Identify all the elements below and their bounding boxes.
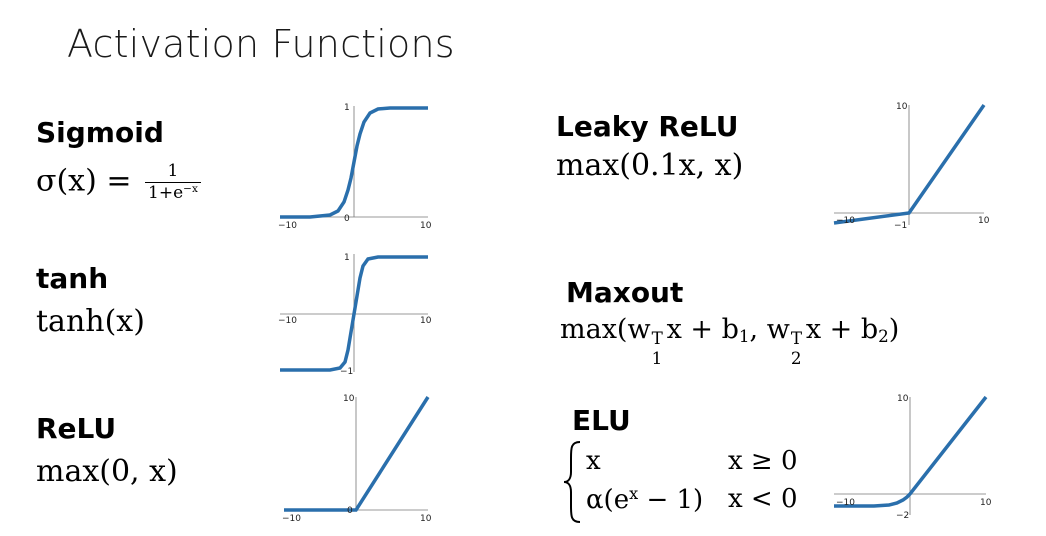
relu-formula: max(0, x): [36, 454, 178, 489]
maxout-part-close: ): [888, 314, 900, 345]
sigmoid-tick-xmin: −10: [278, 221, 297, 231]
elu-tick-xmax: 10: [980, 498, 992, 508]
leaky-relu-curve: [833, 104, 986, 225]
maxout-b2-subscript: 2: [878, 326, 889, 347]
elu-tick-ytop: 10: [897, 394, 909, 404]
elu-case2-value: α(ex − 1): [586, 484, 703, 515]
sigmoid-denominator: 1+e−x: [145, 183, 201, 203]
relu-name: ReLU: [36, 412, 117, 445]
elu-tick-ybottom: −2: [896, 511, 909, 521]
sigmoid-plot: −10 10 1 0: [278, 103, 432, 231]
tanh-tick-ytop: 1: [344, 253, 350, 263]
tanh-tick-xmin: −10: [278, 316, 297, 326]
leaky-relu-tick-ybottom: −1: [894, 221, 907, 231]
relu-tick-xmax: 10: [420, 514, 432, 524]
sigmoid-numerator: 1: [145, 161, 201, 183]
sigmoid-den-base: 1+e: [148, 182, 184, 203]
elu-case2-minus-one: − 1): [638, 484, 704, 515]
sigmoid-lhs: σ(x) =: [36, 163, 142, 199]
leaky-relu-formula: max(0.1x, x): [556, 148, 744, 183]
leaky-relu-tick-ytop: 10: [896, 102, 908, 112]
sigmoid-name: Sigmoid: [36, 116, 164, 149]
tanh-name: tanh: [36, 262, 109, 295]
elu-case2-exponent: x: [629, 484, 639, 503]
elu-case2-condition: x < 0: [728, 484, 798, 514]
relu-curve: [284, 396, 430, 512]
relu-tick-yorigin: 0: [347, 506, 353, 516]
tanh-formula: tanh(x): [36, 304, 145, 339]
maxout-part-x-plus-b: x + b: [666, 314, 739, 345]
maxout-w2-transpose: T: [790, 328, 802, 348]
elu-case1-value: x: [586, 446, 601, 476]
leaky-relu-name: Leaky ReLU: [556, 110, 739, 143]
maxout-part-max-w: max(w: [560, 314, 651, 345]
maxout-b1-subscript: 1: [738, 326, 750, 347]
leaky-relu-tick-xmax: 10: [978, 216, 990, 226]
maxout-w1-subscript: 1: [651, 348, 663, 368]
slide-title: Activation Functions: [67, 22, 455, 66]
leaky-relu-plot: −10 10 10 −1: [833, 102, 990, 231]
elu-brace: [563, 441, 581, 523]
relu-plot: −10 10 10 0: [282, 394, 432, 524]
leaky-relu-tick-xmin: −10: [836, 216, 855, 226]
elu-name: ELU: [572, 404, 631, 437]
maxout-name: Maxout: [566, 276, 684, 309]
sigmoid-den-exponent: −x: [183, 182, 198, 195]
maxout-w2-subscript: 2: [790, 348, 802, 368]
tanh-tick-xmax: 10: [420, 316, 432, 326]
tanh-plot: −10 10 1 −1: [278, 253, 432, 377]
tanh-tick-ybottom: −1: [340, 367, 353, 377]
sigmoid-curve: [280, 106, 428, 219]
elu-case2-alpha-e: α(e: [586, 484, 630, 515]
maxout-part-comma-w: , w: [749, 314, 790, 345]
tanh-curve: [280, 255, 428, 372]
relu-tick-ytop: 10: [343, 394, 355, 404]
sigmoid-tick-xmax: 10: [420, 221, 432, 231]
maxout-part-x-plus-b2: x + b: [805, 314, 879, 345]
elu-tick-xmin: −10: [836, 498, 855, 508]
sigmoid-tick-yorigin: 0: [344, 214, 350, 224]
relu-tick-xmin: −10: [282, 514, 301, 524]
maxout-w1-transpose: T: [651, 328, 663, 348]
elu-curve: [834, 395, 988, 508]
elu-plot: −10 10 10 −2: [834, 394, 992, 521]
sigmoid-tick-ytop: 1: [344, 103, 350, 113]
elu-case1-condition: x ≥ 0: [728, 446, 798, 476]
